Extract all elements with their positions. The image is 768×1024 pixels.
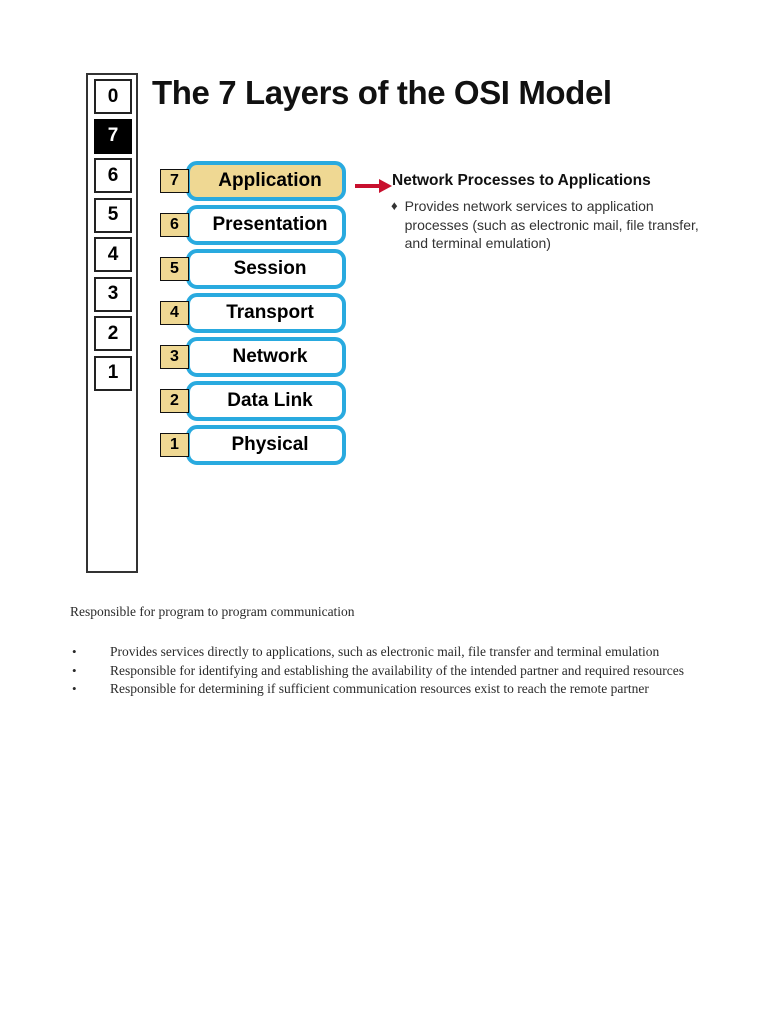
- slide-navigator-strip: 0 7 6 5 4 3 2 1: [86, 73, 138, 573]
- bullet-marker-icon: •: [72, 644, 77, 659]
- layer-name-2: Data Link: [227, 390, 313, 411]
- notes-list: • Provides services directly to applicati…: [70, 643, 695, 699]
- bullet-marker-icon: •: [72, 662, 77, 678]
- nav-box-1[interactable]: 1: [94, 355, 132, 391]
- layer-number-tab-5: 5: [160, 257, 189, 281]
- nav-box-3[interactable]: 3: [94, 276, 132, 312]
- nav-box-4[interactable]: 4: [94, 237, 132, 272]
- layer-row-4[interactable]: Transport: [186, 293, 346, 333]
- notes-list-item-text: Responsible for identifying and establis…: [110, 662, 684, 678]
- notes-list-item: • Provides services directly to applicati…: [70, 643, 695, 662]
- notes-list-item: • Responsible for determining if sufficie…: [70, 680, 695, 699]
- nav-box-7[interactable]: 7: [94, 118, 132, 154]
- layer-name-1: Physical: [231, 434, 309, 455]
- layer-row-6[interactable]: Presentation: [186, 205, 346, 245]
- layer-row-1[interactable]: Physical: [186, 425, 346, 465]
- layer-name-5: Session: [233, 258, 307, 279]
- layer-row-7[interactable]: Application: [186, 161, 346, 201]
- layer-row-5[interactable]: Session: [186, 249, 346, 289]
- bullet-marker-icon: •: [72, 681, 77, 696]
- nav-box-0[interactable]: 0: [94, 79, 132, 114]
- layer-name-6: Presentation: [212, 214, 328, 235]
- notes-list-item-text: Provides services directly to applicatio…: [110, 644, 660, 659]
- layer-row-2[interactable]: Data Link: [186, 381, 346, 421]
- notes-list-item-text: Responsible for determining if sufficien…: [110, 681, 649, 696]
- nav-box-6[interactable]: 6: [94, 158, 132, 193]
- nav-box-2[interactable]: 2: [94, 316, 132, 351]
- callout-bullet-item: ♦ Provides network services to applicati…: [391, 197, 703, 253]
- nav-box-5[interactable]: 5: [94, 197, 132, 233]
- page-title: The 7 Layers of the OSI Model: [152, 74, 612, 111]
- layer-row-3[interactable]: Network: [186, 337, 346, 377]
- arrow-right-icon: [355, 179, 392, 193]
- layer-number-tab-7: 7: [160, 169, 189, 193]
- layer-number-tab-2: 2: [160, 389, 189, 413]
- callout-heading: Network Processes to Applications: [392, 172, 651, 189]
- layer-name-3: Network: [232, 346, 308, 367]
- layer-number-tab-3: 3: [160, 345, 189, 369]
- callout-bullet-text: Provides network services to application…: [404, 198, 699, 251]
- layer-name-4: Transport: [226, 302, 314, 323]
- bullet-marker-icon: ♦: [391, 198, 398, 213]
- notes-section: Responsible for program to program commu…: [70, 603, 695, 699]
- notes-intro: Responsible for program to program commu…: [70, 604, 355, 619]
- notes-list-item: • Responsible for identifying and establi…: [70, 662, 695, 681]
- layer-number-tab-4: 4: [160, 301, 189, 325]
- layer-number-tab-6: 6: [160, 213, 189, 237]
- layer-number-tab-1: 1: [160, 433, 189, 457]
- layer-name-7: Application: [218, 170, 322, 191]
